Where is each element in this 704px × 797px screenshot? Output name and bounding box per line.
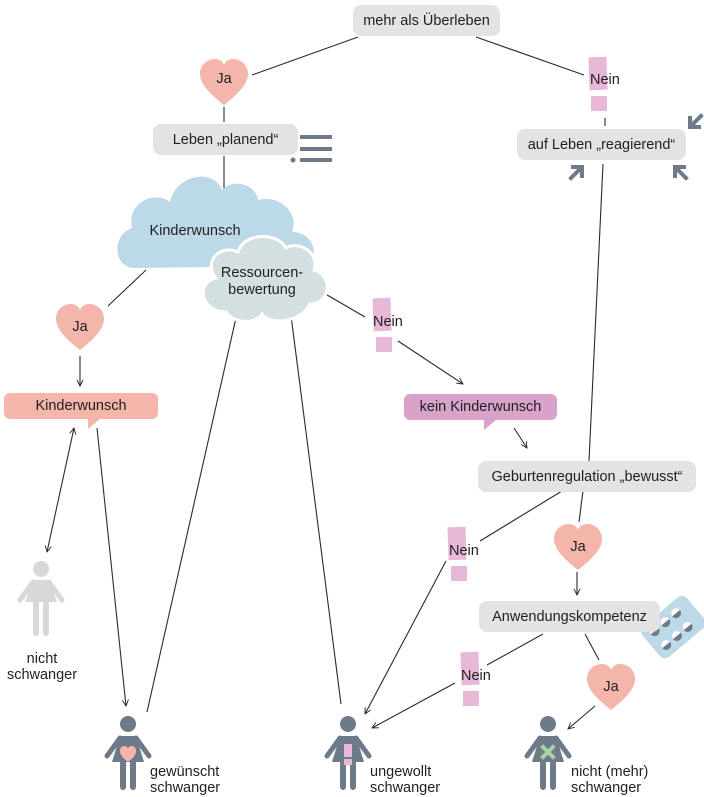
ja-label: Ja — [603, 679, 619, 695]
node-leben-planend: Leben „planend“ — [153, 124, 298, 155]
outcome-label-line1: ungewollt — [370, 764, 431, 780]
node-kein-kinderwunsch: kein Kinderwunsch — [404, 394, 557, 430]
answer-nein-4: Nein — [460, 651, 491, 706]
outcome-label-line1: nicht — [27, 651, 58, 667]
exclamation-icon — [372, 297, 392, 352]
edge-reagierend-geburten — [588, 163, 604, 462]
speech-tail — [88, 419, 100, 429]
node-kinderwunsch: Kinderwunsch — [4, 393, 158, 429]
outcome-ungewollt-schwanger: ungewollt schwanger — [324, 716, 440, 796]
woman-icon — [17, 561, 65, 636]
edge-gewuenscht-ressourcen — [146, 300, 240, 713]
edge-kinderwunsch-nichtschwanger — [47, 428, 74, 552]
answer-ja-2: Ja — [56, 304, 104, 350]
answer-nein-2: Nein — [372, 297, 403, 352]
arrow-bottom-right — [673, 165, 689, 181]
cross-icon — [540, 744, 556, 760]
cloud-kinderwunsch-label: Kinderwunsch — [149, 223, 240, 239]
nein-label: Nein — [449, 543, 479, 559]
speech-tail — [484, 420, 496, 430]
heart-icon — [56, 304, 104, 350]
edge-anwendung-nein4 — [486, 633, 544, 666]
nein-label: Nein — [373, 314, 403, 330]
pill-blister-icon — [641, 596, 704, 659]
outcome-nicht-mehr-schwanger: nicht (mehr) schwanger — [524, 716, 648, 796]
ressourcen-label-line2: bewertung — [228, 282, 296, 298]
connectors — [47, 36, 606, 729]
edge-ja4-nichtmehr — [568, 705, 596, 729]
inward-arrows-icon — [568, 113, 704, 181]
outcome-label-line1: gewünscht — [150, 764, 219, 780]
answer-nein-1: Nein — [588, 56, 620, 111]
answer-ja-4: Ja — [587, 664, 635, 710]
answer-ja-1: Ja — [200, 59, 248, 105]
node-geburtenregulation: Geburtenregulation „bewusst“ — [478, 461, 696, 492]
kinderwunsch-label: Kinderwunsch — [35, 398, 127, 414]
heart-icon — [120, 746, 136, 762]
outcome-label-line2: schwanger — [7, 667, 77, 683]
cloud-ressourcenbewertung: Ressourcen- bewertung — [201, 235, 329, 323]
edge-cloud-ja2 — [107, 269, 147, 307]
ja-label: Ja — [570, 539, 586, 555]
pregnant-woman-icon — [104, 716, 152, 790]
edge-nein4-ungewollt — [372, 682, 456, 728]
edge-top-ja1 — [251, 36, 359, 76]
heart-icon — [587, 664, 635, 710]
heart-icon — [554, 524, 602, 570]
nein-label: Nein — [461, 668, 491, 684]
exclamation-icon — [588, 56, 608, 111]
node-anwendungskompetenz: Anwendungskompetenz — [479, 601, 660, 632]
exclamation-icon — [447, 526, 467, 581]
ja-label: Ja — [72, 319, 88, 335]
edge-ungewollt-ressourcen — [289, 300, 342, 705]
arrow-top-right — [688, 113, 704, 129]
ressourcen-label-line1: Ressourcen- — [221, 265, 303, 281]
cloud-icon — [201, 235, 329, 323]
outcome-label-line2: schwanger — [571, 780, 641, 796]
edge-kein-geburten — [513, 427, 527, 448]
answer-ja-3: Ja — [554, 524, 602, 570]
exclamation-icon — [460, 651, 480, 706]
outcome-label-line2: schwanger — [150, 780, 220, 796]
edge-top-nein1 — [475, 36, 585, 76]
node-leben-reagierend: auf Leben „reagierend“ — [517, 129, 686, 160]
edge-ressourcen-nein2 — [321, 291, 366, 318]
node-mehr-als-ueberleben: mehr als Überleben — [353, 5, 500, 36]
edge-geburten-nein3 — [479, 490, 563, 542]
edge-anwendung-ja4 — [584, 633, 600, 661]
edge-kinderwunsch-gewuenscht — [96, 427, 126, 706]
heart-icon — [200, 59, 248, 105]
edge-nein2-kein — [397, 340, 463, 384]
outcome-label-line2: schwanger — [370, 780, 440, 796]
outcome-nicht-schwanger: nicht schwanger — [7, 561, 77, 683]
nein-label: Nein — [590, 72, 620, 88]
outcome-label-line1: nicht (mehr) — [571, 764, 648, 780]
exclamation-icon — [344, 744, 352, 765]
edge-nein3-ungewollt — [364, 560, 447, 714]
edge-geburten-ja3 — [578, 490, 584, 523]
arrow-bottom-left — [568, 165, 584, 181]
answer-nein-3: Nein — [447, 526, 479, 581]
outcome-gewuenscht-schwanger: gewünscht schwanger — [104, 716, 220, 796]
pregnant-woman-icon — [524, 716, 572, 790]
kein-kinderwunsch-label: kein Kinderwunsch — [419, 399, 542, 415]
ja-label: Ja — [216, 71, 232, 87]
